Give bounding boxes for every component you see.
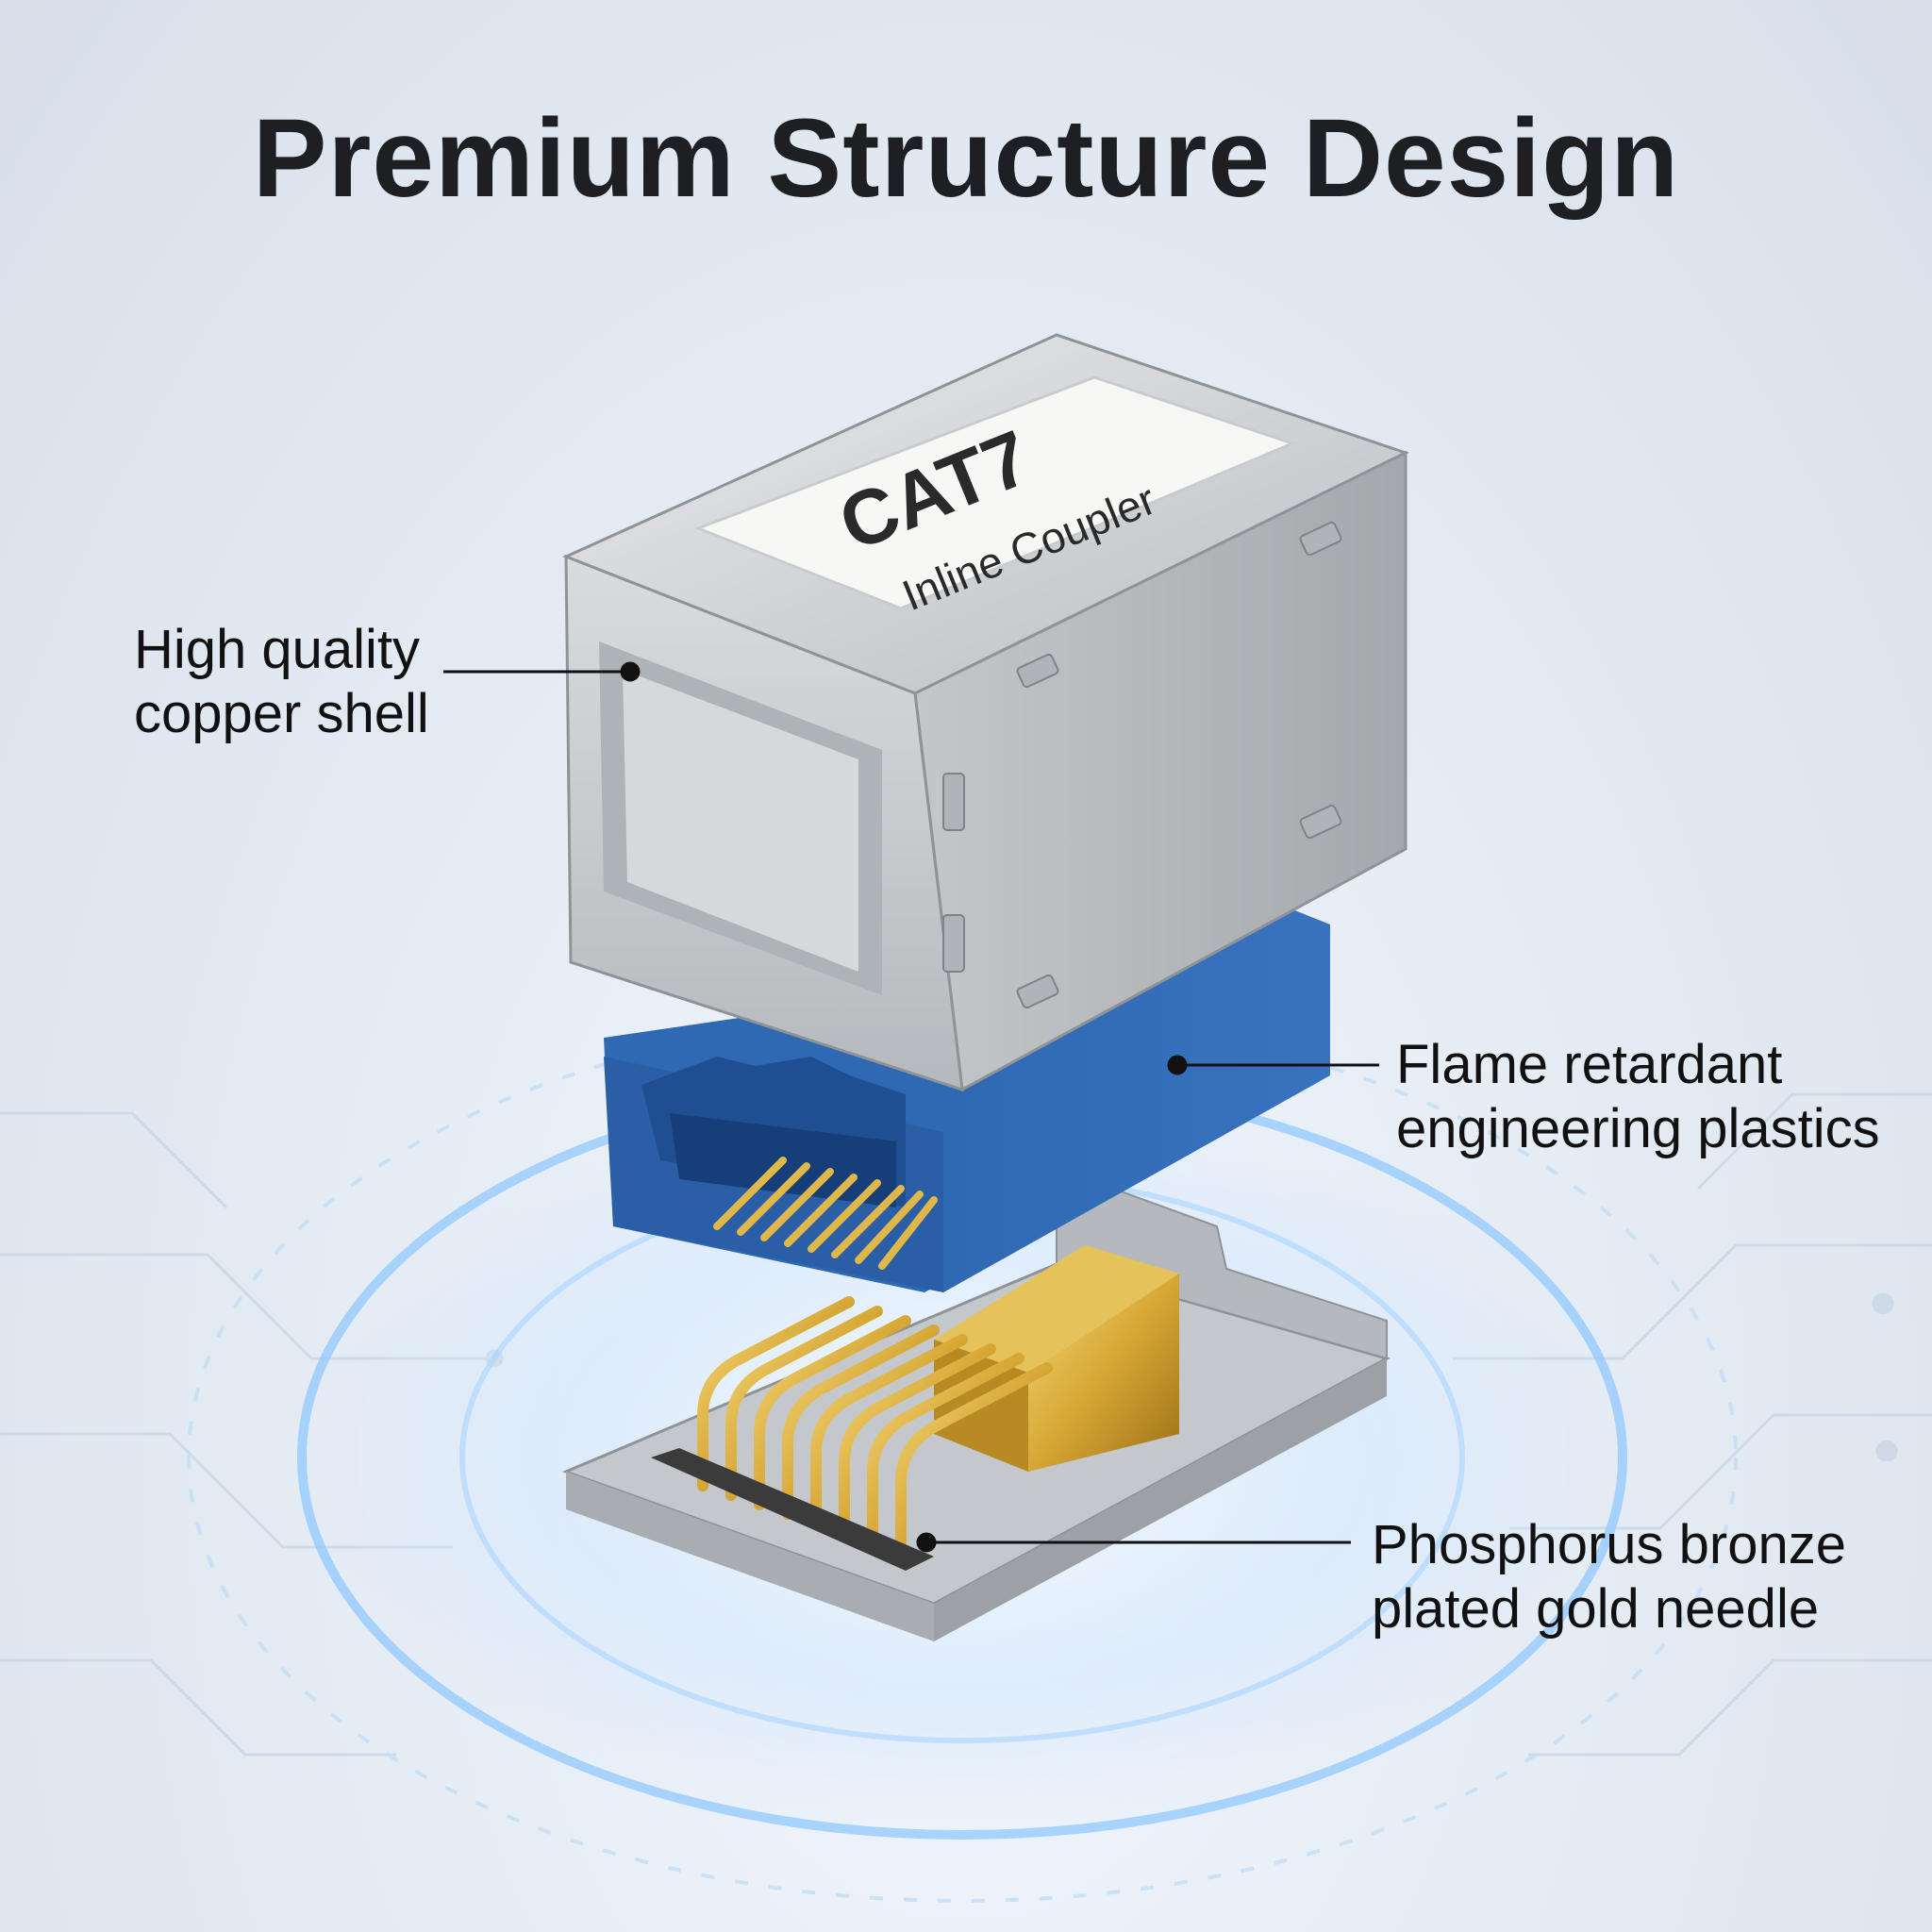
gold-pins <box>697 1296 1053 1557</box>
callout-line: Flame retardant <box>1396 1034 1783 1095</box>
callout-line: High quality <box>134 619 421 680</box>
metal-shell: CAT7 Inline Coupler <box>562 333 1409 1092</box>
callout-engineering-plastics: Flame retardant engineering plastics <box>1396 1033 1880 1161</box>
callout-line: copper shell <box>134 683 429 744</box>
circuit-lines <box>0 1092 1932 1757</box>
callout-gold-needle: Phosphorus bronze plated gold needle <box>1372 1513 1846 1641</box>
callout-line: plated gold needle <box>1372 1578 1820 1640</box>
callout-line: Phosphorus bronze <box>1372 1514 1846 1575</box>
bottom-metal-tray <box>561 1187 1391 1641</box>
pin-base-bar <box>651 1448 934 1571</box>
page-title: Premium Structure Design <box>252 96 1680 221</box>
leader-lines <box>443 661 1379 1553</box>
callout-line: engineering plastics <box>1396 1098 1880 1159</box>
callout-copper-shell: High quality copper shell <box>134 618 429 746</box>
